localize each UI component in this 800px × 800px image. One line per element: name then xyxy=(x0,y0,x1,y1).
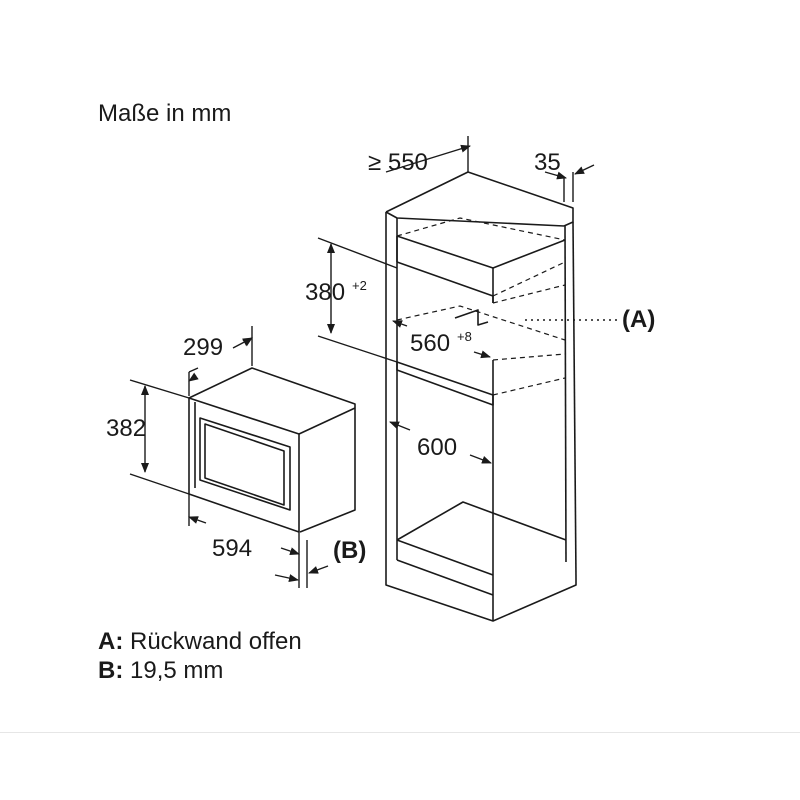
label-appliance-depth: 299 xyxy=(183,334,223,361)
dim-arrow-appliance-width-left xyxy=(188,516,207,524)
dim-line-rear-gap-right xyxy=(574,164,595,175)
dimension-lines xyxy=(129,136,620,588)
cabinet-right-side-inner xyxy=(564,225,567,563)
label-appliance-height: 382 xyxy=(106,415,146,442)
ext-line-niche-bottom xyxy=(317,335,398,363)
dim-line-niche-width-left xyxy=(392,320,408,328)
dim-line-niche-width-right xyxy=(473,350,491,359)
dim-line-cabinet-width-left xyxy=(389,421,411,431)
appliance-top-right-edge xyxy=(298,407,356,435)
dim-stub-appliance-depth xyxy=(188,367,199,373)
dim-arrow-appliance-width-right xyxy=(280,547,300,555)
niche-floor-shelf xyxy=(396,361,494,406)
appliance-door-window-inner xyxy=(204,423,285,506)
hidden-niche-back xyxy=(396,305,566,341)
label-niche-height: 380 xyxy=(305,279,345,306)
callout-b: (B) xyxy=(333,537,366,564)
hidden-upper-shelf-right xyxy=(492,261,566,297)
dim-line-rear-gap-left xyxy=(544,171,567,180)
hidden-top-back xyxy=(396,217,566,241)
hidden-lines xyxy=(396,217,566,396)
label-niche-width-tolerance: +8 xyxy=(457,329,472,344)
appliance xyxy=(188,367,356,533)
dim-arrow-b-left xyxy=(274,574,299,582)
legend-text-a: Rückwand offen xyxy=(130,628,302,655)
cabinet-top-front-edge xyxy=(385,211,565,227)
appliance-door-window xyxy=(199,417,291,511)
diagram-title: Maße in mm xyxy=(98,100,232,127)
lower-floor-thickness xyxy=(396,559,494,596)
label-cabinet-width: 600 xyxy=(417,434,457,461)
upper-shelf-front-edge xyxy=(396,261,494,303)
appliance-body-outline xyxy=(188,367,356,533)
dim-arrow-appliance-depth xyxy=(232,337,253,349)
cabinet-right-side-edge xyxy=(572,221,577,579)
cabinet-top-back-outline xyxy=(385,171,574,227)
legend-key-b: B: xyxy=(98,657,124,684)
legend-key-a: A: xyxy=(98,628,124,655)
label-appliance-width: 594 xyxy=(212,535,252,562)
tall-cabinet xyxy=(385,171,577,622)
legend-text-b: 19,5 mm xyxy=(130,657,224,684)
callout-a: (A) xyxy=(622,306,655,333)
hidden-niche-right-bottom xyxy=(492,377,566,396)
label-rear-gap: 35 xyxy=(534,149,561,176)
legend-item-b: B: 19,5 mm xyxy=(98,656,223,686)
ext-line-niche-top xyxy=(317,237,398,269)
upper-shelf-back-edge xyxy=(396,235,566,269)
niche-rear-rail xyxy=(454,309,489,326)
cabinet-plinth xyxy=(385,578,577,622)
dim-arrow-b-right xyxy=(308,565,329,574)
hidden-upper-shelf-right-lower xyxy=(492,284,566,304)
ext-line-appliance-bottom xyxy=(129,473,190,495)
hidden-niche-right-top xyxy=(492,353,566,361)
lower-floor-back-edge xyxy=(396,501,567,541)
legend-item-a: A: Rückwand offen xyxy=(98,627,302,657)
label-niche-depth: ≥ 550 xyxy=(368,149,428,176)
dim-line-niche-depth xyxy=(385,144,471,173)
lower-floor-front-edge xyxy=(396,539,494,576)
dim-line-cabinet-width-right xyxy=(469,454,492,464)
label-niche-height-tolerance: +2 xyxy=(352,278,367,293)
label-niche-width: 560 xyxy=(410,330,450,357)
ext-line-appliance-top xyxy=(129,379,190,399)
bottom-divider xyxy=(0,732,800,733)
